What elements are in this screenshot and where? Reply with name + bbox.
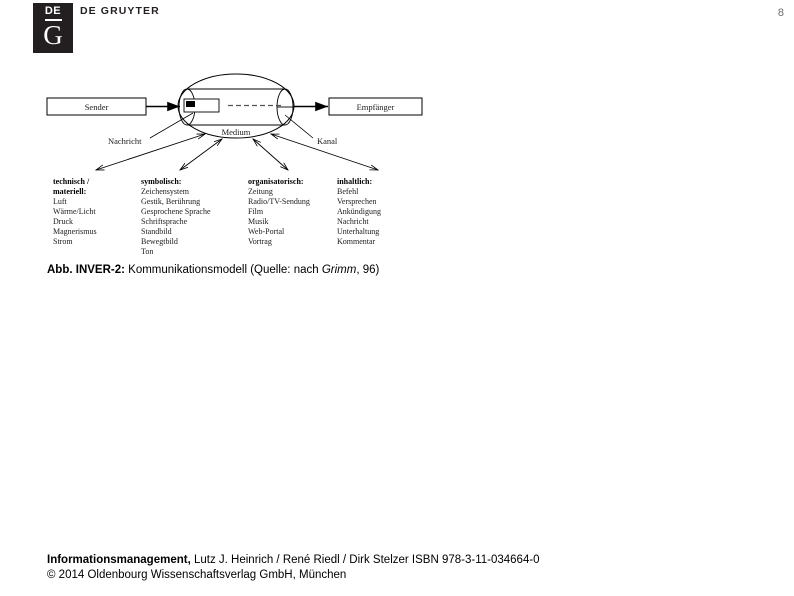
column-2-heading-line1: organisatorisch: bbox=[248, 177, 304, 186]
arrow-to-column-inhaltlich bbox=[271, 133, 378, 171]
de-gruyter-logo: DE G bbox=[33, 3, 73, 53]
column-1-item-1: Gestik, Berührung bbox=[141, 197, 200, 206]
channel-leader-line bbox=[284, 114, 314, 139]
footer-authors: Lutz J. Heinrich / René Riedl / Dirk Ste… bbox=[190, 554, 540, 566]
column-2-item-3: Musik bbox=[248, 217, 268, 226]
column-0-item-3: Magnerismus bbox=[53, 227, 97, 236]
arrow-to-column-symbolisch bbox=[180, 139, 222, 170]
column-3-heading-line1: inhaltlich: bbox=[337, 177, 372, 186]
column-1-item-2: Gesprochene Sprache bbox=[141, 207, 211, 216]
sender-box: Sender bbox=[46, 97, 147, 116]
caption-label: Abb. INVER-2: bbox=[47, 264, 125, 276]
receiver-box: Empfänger bbox=[328, 97, 423, 116]
column-3-item-5: Kommentar bbox=[337, 237, 376, 246]
logo-text-g: G bbox=[43, 20, 63, 50]
arrow-to-column-organisatorisch bbox=[253, 139, 288, 170]
column-3-item-1: Versprechen bbox=[337, 197, 377, 206]
column-technisch-materiell: technisch / materiell: Luft Wärme/Licht … bbox=[53, 177, 97, 246]
brand-name: DE GRUYTER bbox=[80, 5, 160, 17]
channel-label: Kanal bbox=[317, 136, 338, 146]
column-0-item-1: Wärme/Licht bbox=[53, 207, 96, 216]
message-leader-line bbox=[149, 112, 194, 139]
logo-divider bbox=[44, 19, 62, 21]
figure-caption: Abb. INVER-2: Kommunikationsmodell (Quel… bbox=[47, 264, 379, 276]
column-0-item-4: Strom bbox=[53, 237, 73, 246]
footer-copyright: © 2014 Oldenbourg Wissenschaftsverlag Gm… bbox=[47, 569, 347, 581]
message-packet bbox=[183, 98, 220, 113]
column-2-item-0: Zeitung bbox=[248, 187, 273, 196]
column-0-heading-line1: technisch / bbox=[53, 177, 90, 186]
column-1-item-5: Bewegtbild bbox=[141, 237, 178, 246]
column-inhaltlich: inhaltlich: Befehl Versprechen Ankündigu… bbox=[337, 177, 381, 246]
footer-line-title: Informationsmanagement, Lutz J. Heinrich… bbox=[47, 553, 747, 568]
column-symbolisch: symbolisch: Zeichensystem Gestik, Berühr… bbox=[141, 177, 211, 256]
logo-text-de: DE bbox=[44, 5, 62, 17]
column-organisatorisch: organisatorisch: Zeitung Radio/TV-Sendun… bbox=[248, 177, 310, 246]
column-3-item-0: Befehl bbox=[337, 187, 359, 196]
column-1-heading-line1: symbolisch: bbox=[141, 177, 181, 186]
receiver-label: Empfänger bbox=[357, 102, 395, 112]
caption-text-before: Kommunikationsmodell (Quelle: nach bbox=[124, 264, 322, 276]
column-1-item-3: Schriftsprache bbox=[141, 217, 188, 226]
medium-label: Medium bbox=[222, 127, 251, 137]
column-0-heading-line2: materiell: bbox=[53, 187, 86, 196]
column-1-item-4: Standbild bbox=[141, 227, 172, 236]
column-2-item-1: Radio/TV-Sendung bbox=[248, 197, 310, 206]
column-3-item-2: Ankündigung bbox=[337, 207, 381, 216]
page-number: 8 bbox=[777, 7, 784, 19]
column-1-item-0: Zeichensystem bbox=[141, 187, 190, 196]
column-2-item-4: Web-Portal bbox=[248, 227, 285, 236]
column-0-item-2: Druck bbox=[53, 217, 73, 226]
footer-book-title: Informationsmanagement, bbox=[47, 554, 191, 566]
channel-cylinder bbox=[178, 88, 294, 126]
column-3-item-4: Unterhaltung bbox=[337, 227, 379, 236]
column-2-item-2: Film bbox=[248, 207, 264, 216]
column-3-item-3: Nachricht bbox=[337, 217, 369, 226]
column-2-item-5: Vortrag bbox=[248, 237, 272, 246]
sender-label: Sender bbox=[85, 102, 109, 112]
page-footer: Informationsmanagement, Lutz J. Heinrich… bbox=[47, 553, 747, 583]
column-0-item-0: Luft bbox=[53, 197, 68, 206]
caption-text-after: , 96) bbox=[356, 264, 380, 276]
message-label: Nachricht bbox=[108, 136, 142, 146]
column-1-item-6: Ton bbox=[141, 247, 153, 256]
caption-source: Grimm bbox=[321, 264, 357, 276]
figure-communication-model: Sender Empfänger Medium bbox=[0, 60, 794, 260]
